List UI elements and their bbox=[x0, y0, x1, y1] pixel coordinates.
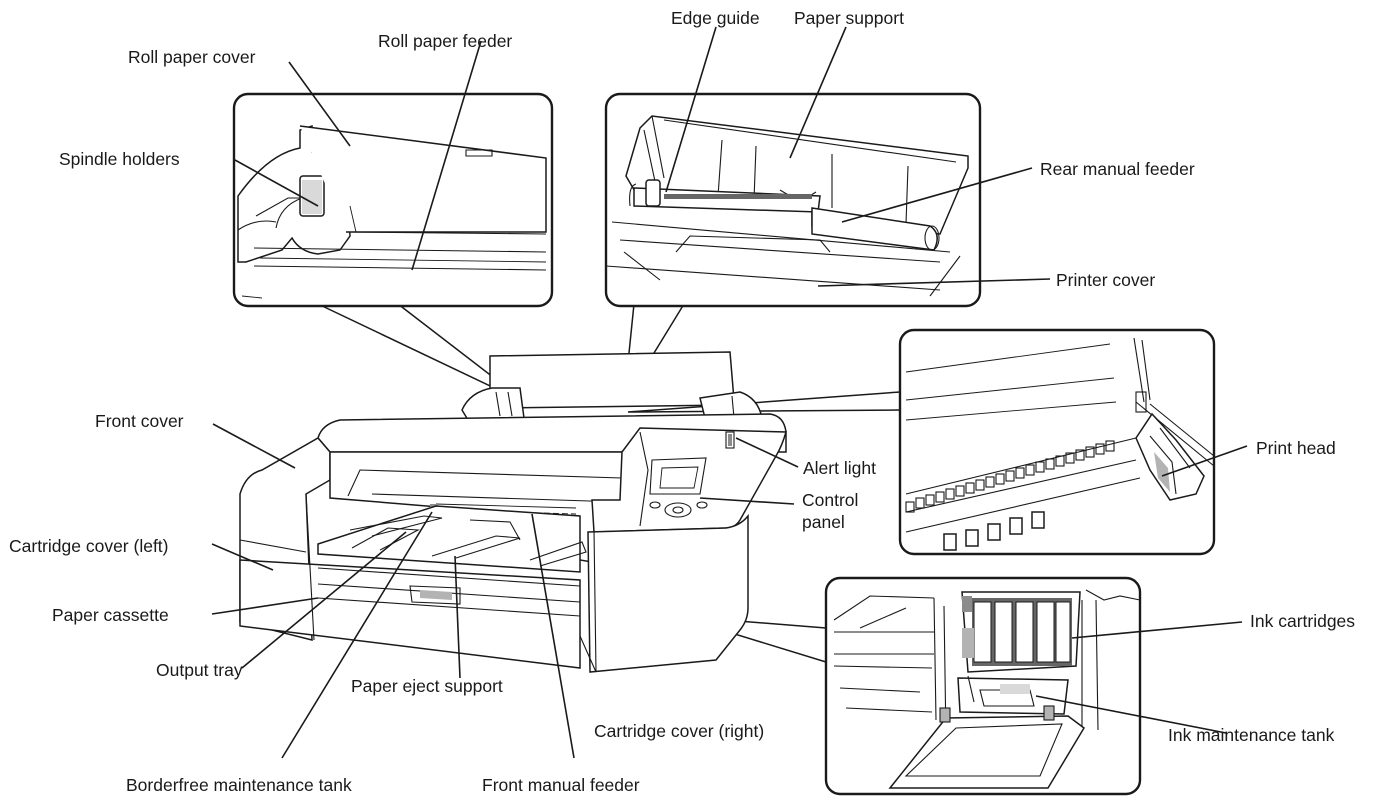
detail-box-rear-feeder bbox=[604, 92, 982, 308]
label-control-panel-line2: panel bbox=[802, 512, 845, 532]
label-paper-eject-support: Paper eject support bbox=[351, 676, 503, 696]
detail-box-roll-paper bbox=[232, 92, 554, 308]
label-paper-support: Paper support bbox=[794, 8, 904, 28]
detail-box-ink-cartridges bbox=[824, 576, 1142, 796]
leader-lines bbox=[211, 26, 1248, 759]
label-alert-light: Alert light bbox=[803, 458, 876, 478]
label-roll-paper-feeder: Roll paper feeder bbox=[378, 31, 513, 51]
label-ink-cartridges: Ink cartridges bbox=[1250, 611, 1356, 631]
label-rear-manual-feeder: Rear manual feeder bbox=[1040, 159, 1195, 179]
label-ink-maintenance-tank: Ink maintenance tank bbox=[1168, 725, 1335, 745]
label-printer-cover: Printer cover bbox=[1056, 270, 1156, 290]
detail-box-print-head bbox=[898, 328, 1216, 556]
label-paper-cassette: Paper cassette bbox=[52, 605, 169, 625]
label-cartridge-cover-right: Cartridge cover (right) bbox=[594, 721, 765, 741]
label-control-panel-line1: Control bbox=[802, 490, 859, 510]
label-roll-paper-cover: Roll paper cover bbox=[128, 47, 256, 67]
label-front-cover: Front cover bbox=[95, 411, 184, 431]
label-front-manual-feeder: Front manual feeder bbox=[482, 775, 640, 795]
label-print-head: Print head bbox=[1256, 438, 1336, 458]
label-edge-guide: Edge guide bbox=[671, 8, 760, 28]
label-spindle-holders: Spindle holders bbox=[59, 149, 180, 169]
label-borderfree-maintenance-tank: Borderfree maintenance tank bbox=[126, 775, 352, 795]
label-output-tray: Output tray bbox=[156, 660, 243, 680]
printer-body bbox=[239, 351, 787, 673]
label-cartridge-cover-left: Cartridge cover (left) bbox=[9, 536, 169, 556]
